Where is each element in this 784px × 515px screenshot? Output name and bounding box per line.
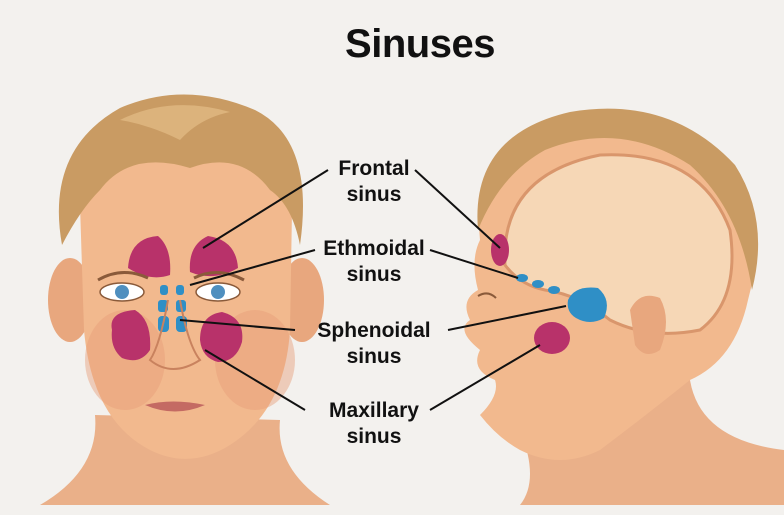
front-face: [40, 94, 330, 505]
label-ethmoidal-sinus: Ethmoidal sinus: [294, 236, 454, 288]
label-sphenoidal-sinus: Sphenoidal sinus: [294, 318, 454, 370]
label-frontal-line2: sinus: [294, 182, 454, 208]
label-ethmoidal-line1: Ethmoidal: [294, 236, 454, 262]
label-maxillary-sinus: Maxillary sinus: [294, 398, 454, 450]
label-maxillary-line2: sinus: [294, 424, 454, 450]
label-frontal-sinus: Frontal sinus: [294, 156, 454, 208]
side-frontal-sinus: [491, 234, 509, 266]
side-maxillary-sinus: [534, 322, 570, 354]
label-maxillary-line1: Maxillary: [294, 398, 454, 424]
label-sphenoidal-line1: Sphenoidal: [294, 318, 454, 344]
side-profile: [464, 109, 784, 505]
label-frontal-line1: Frontal: [294, 156, 454, 182]
label-ethmoidal-line2: sinus: [294, 262, 454, 288]
label-sphenoidal-line2: sinus: [294, 344, 454, 370]
